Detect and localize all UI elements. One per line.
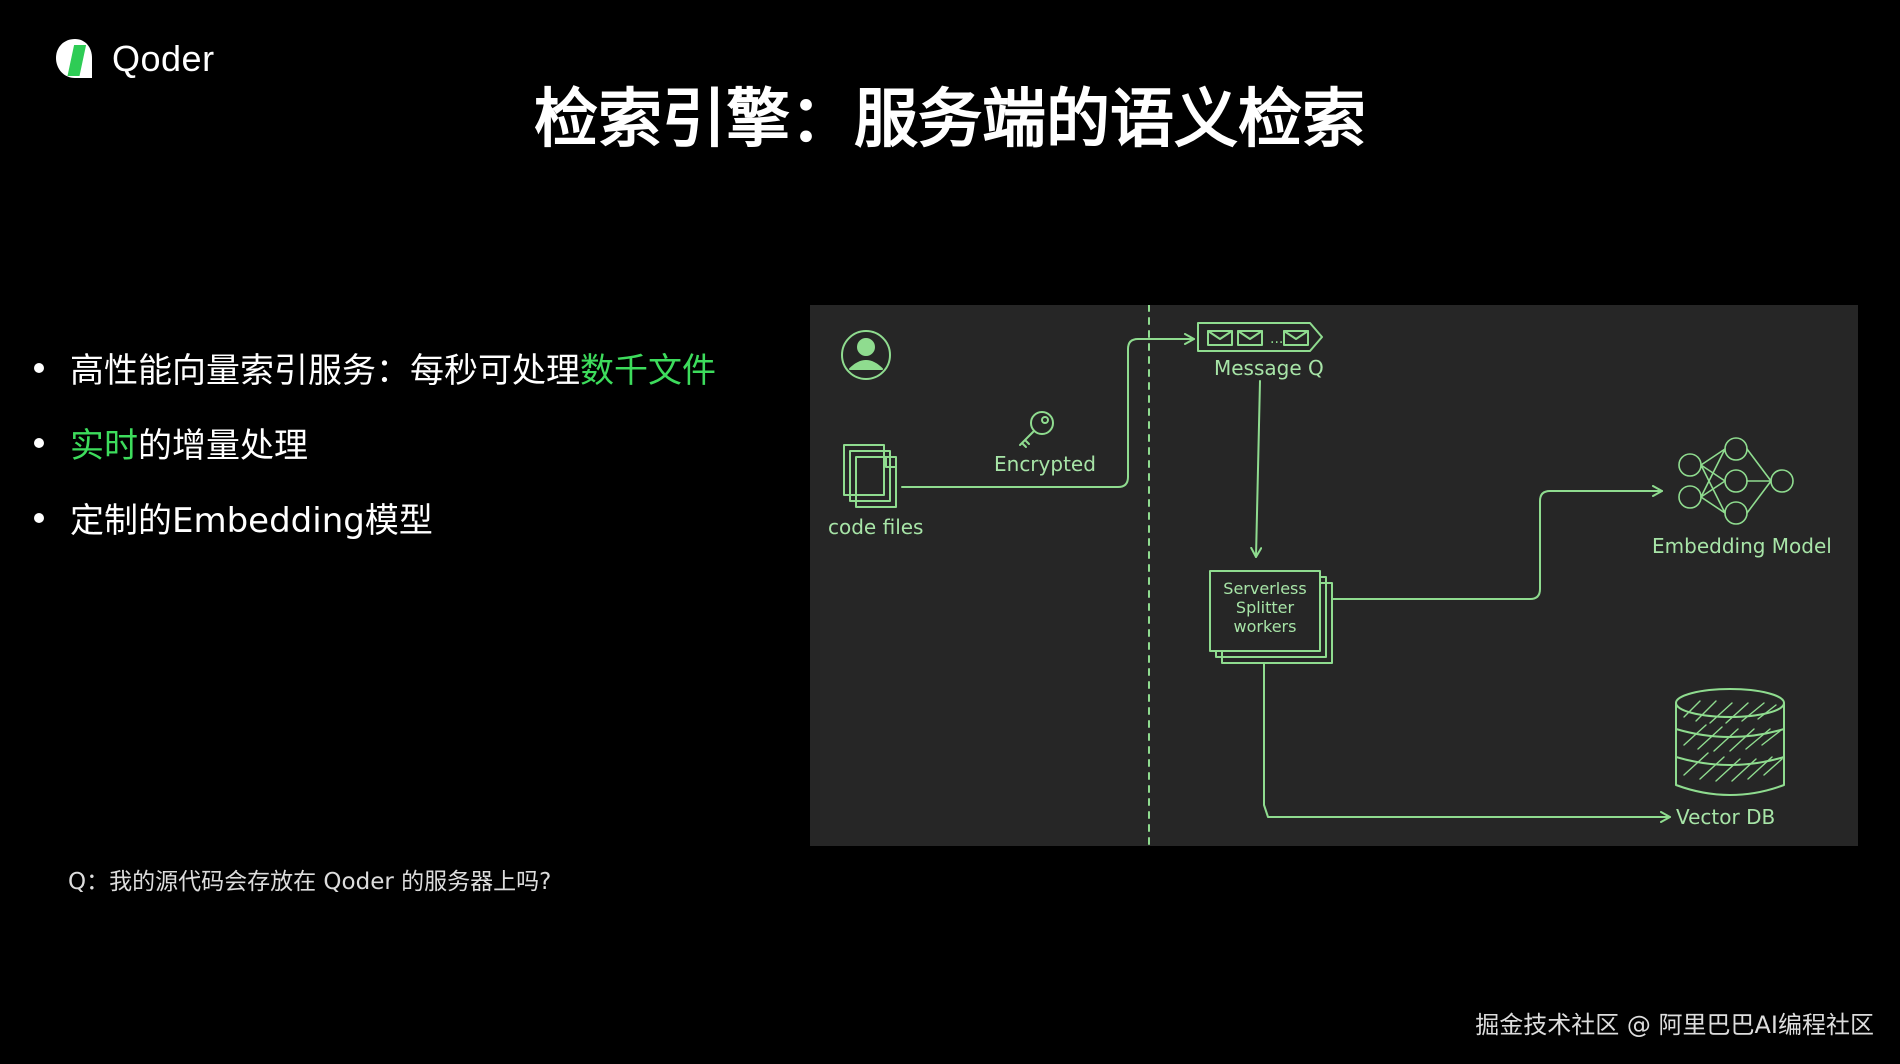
message-queue-label: Message Q [1214,356,1324,380]
bullet-dot [34,512,44,523]
database-icon [1675,688,1785,796]
key-icon [1019,411,1054,448]
architecture-diagram: code files Encrypted ... Message Q [810,305,1858,846]
message-queue-icon: ... [1197,322,1323,352]
flow-arrow-files-to-queue [901,333,1195,488]
code-files-icon [843,444,897,508]
user-icon [841,330,891,380]
page-title: 检索引擎：服务端的语义检索 [534,83,1366,157]
svg-text:...: ... [1270,331,1283,347]
feature-highlight: 数千文件 [580,351,716,391]
feature-item: 高性能向量索引服务：每秒可处理数千文件 [34,330,716,405]
neural-network-icon [1678,437,1794,525]
flow-arrow-queue-to-workers [1250,380,1263,558]
feature-text: 高性能向量索引服务：每秒可处理 [70,351,580,391]
feature-item: 定制的Embedding模型 [34,480,716,555]
question-text: Q：我的源代码会存放在 Qoder 的服务器上吗? [68,869,552,895]
worker-label-line3: workers [1234,617,1297,636]
serverless-workers-icon [1209,570,1333,664]
feature-text: 的增量处理 [138,426,308,466]
feature-list: 高性能向量索引服务：每秒可处理数千文件 实时的增量处理 定制的Embedding… [34,330,716,555]
code-files-label: code files [828,515,923,539]
feature-item: 实时的增量处理 [34,405,716,480]
flow-arrow-workers-to-vectordb [1263,662,1671,823]
worker-label-line2: Splitter [1236,598,1295,617]
architecture-diagram-svg: code files Encrypted ... Message Q [828,305,1832,846]
bullet-dot [34,362,44,373]
watermark: 掘金技术社区 @ 阿里巴巴AI编程社区 [1475,1011,1874,1039]
feature-text: 定制的Embedding模型 [70,501,433,541]
feature-highlight: 实时 [70,426,138,466]
vector-db-label: Vector DB [1676,805,1775,829]
bullet-dot [34,437,44,448]
qoder-logo-icon [56,39,92,78]
qoder-logo: Qoder [52,36,215,82]
flow-arrow-workers-to-embedding [1331,485,1663,600]
encrypted-label: Encrypted [994,452,1096,476]
logo-text: Qoder [112,38,215,79]
worker-label-line1: Serverless [1223,579,1306,598]
embedding-model-label: Embedding Model [1652,534,1832,558]
